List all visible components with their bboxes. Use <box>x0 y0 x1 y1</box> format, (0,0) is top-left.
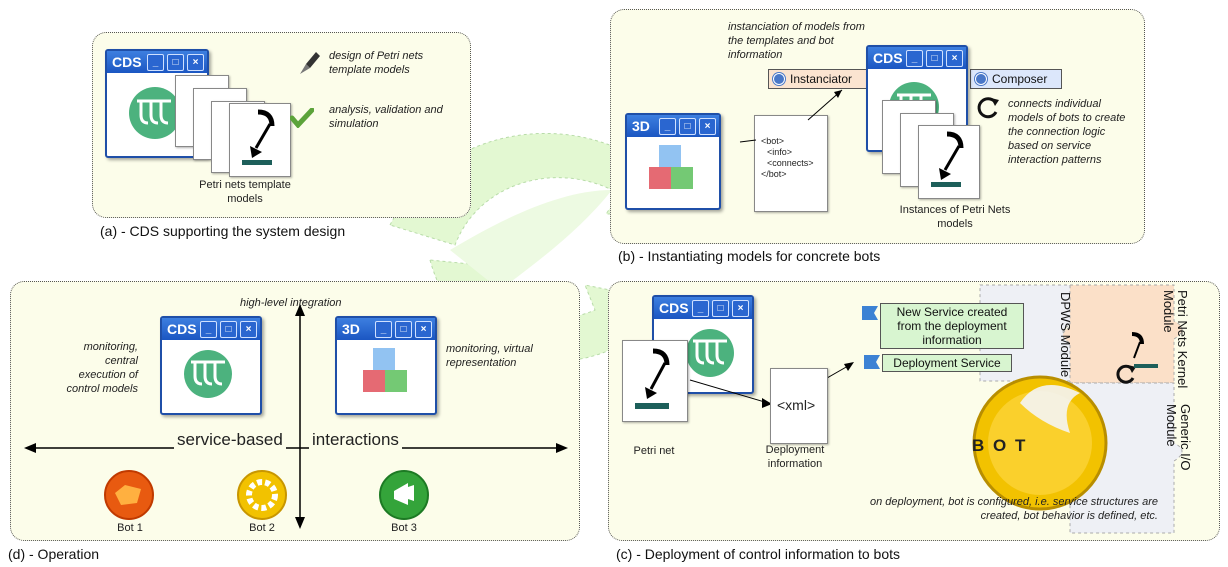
instanciator-label: Instanciator <box>790 72 853 86</box>
minimize-icon: _ <box>375 320 392 338</box>
bot1-icon <box>104 470 154 520</box>
note-connects: connects individual models of bots to cr… <box>1008 98 1126 166</box>
minimize-icon: _ <box>200 320 217 338</box>
gear-icon <box>975 73 987 85</box>
panel-d-caption: (d) - Operation <box>8 546 100 562</box>
petri-net-icon <box>635 348 670 409</box>
bot-info-doc: <bot> <info> <connects> </bot> <box>754 115 828 212</box>
petri-template-doc <box>229 103 291 177</box>
petri-kernel-module-label: Petri Nets Kernel Module <box>1161 290 1190 389</box>
maximize-icon: □ <box>926 49 943 67</box>
svc-new: New Service created from the deployment … <box>880 303 1024 349</box>
minimize-icon: _ <box>147 53 164 71</box>
bot-doc-line: <bot> <box>761 136 785 146</box>
window-title: 3D <box>632 118 650 134</box>
petri-net-icon <box>931 131 964 187</box>
petri-net-icon <box>1131 332 1158 368</box>
window-title: CDS <box>659 300 689 316</box>
petri-net-icon <box>242 109 275 165</box>
panel-c-caption: (c) - Deployment of control information … <box>616 546 901 562</box>
axis-right-label: interactions <box>309 430 402 450</box>
close-icon: × <box>240 320 257 338</box>
cubes-icon <box>363 348 407 392</box>
composer-label: Composer <box>992 72 1048 86</box>
bot-text: B O T <box>972 436 1028 455</box>
bot1-label: Bot 1 <box>117 522 143 534</box>
instanciator-tag: Instanciator <box>768 69 868 89</box>
maximize-icon: □ <box>395 320 412 338</box>
cubes-icon <box>649 145 693 189</box>
panel-a-caption: (a) - CDS supporting the system design <box>100 223 346 239</box>
cds-logo-icon <box>686 329 734 377</box>
maximize-icon: □ <box>167 53 184 71</box>
cds-logo-icon <box>129 87 181 139</box>
maximize-icon: □ <box>679 117 696 135</box>
check-icon <box>290 108 314 128</box>
high-level-label: high-level integration <box>240 297 342 309</box>
3d-window: 3D _□× <box>335 316 437 415</box>
bot2-label: Bot 2 <box>249 522 275 534</box>
note-instanciation: instanciation of models from the templat… <box>728 21 865 61</box>
window-title: 3D <box>342 321 360 337</box>
panel-b-caption: (b) - Instantiating models for concrete … <box>618 248 881 264</box>
minimize-icon: _ <box>906 49 923 67</box>
service-flag-icon <box>862 306 878 320</box>
connector-arrows <box>739 89 843 143</box>
window-title: CDS <box>167 321 197 337</box>
bot2-icon <box>237 470 287 520</box>
minimize-icon: _ <box>659 117 676 135</box>
note-deploy: on deployment, bot is configured, i.e. s… <box>870 496 1158 522</box>
bot-doc-line: <connects> <box>767 158 814 168</box>
close-icon: × <box>732 299 749 317</box>
xml-text: <xml> <box>777 397 816 413</box>
maximize-icon: □ <box>712 299 729 317</box>
maximize-icon: □ <box>220 320 237 338</box>
bot3-icon <box>379 470 429 520</box>
bot-modules-puzzle <box>972 284 1183 534</box>
close-icon: × <box>187 53 204 71</box>
window-title: CDS <box>873 50 903 66</box>
close-icon: × <box>415 320 432 338</box>
note-design: design of Petri nets template models <box>329 50 424 76</box>
gear-icon <box>773 73 785 85</box>
close-icon: × <box>946 49 963 67</box>
petri-instance-doc <box>918 125 980 199</box>
petri-net-label: Petri net <box>633 445 675 457</box>
refresh-icon <box>977 97 999 119</box>
close-icon: × <box>699 117 716 135</box>
note-monitor-central: monitoring, central execution of control… <box>66 341 138 395</box>
deployment-info-label: Deployment information <box>765 444 825 470</box>
cds-window: CDS _□× <box>160 316 262 415</box>
bot-doc-line: </bot> <box>761 169 787 179</box>
dpws-module-label: DPWS Module <box>1058 292 1073 378</box>
xml-doc: <xml> <box>770 368 828 444</box>
bot3-label: Bot 3 <box>391 522 417 534</box>
composer-tag: Composer <box>970 69 1062 89</box>
brush-icon <box>300 52 320 74</box>
cds-logo-icon <box>184 350 232 398</box>
generic-io-module-label: Generic I/O Module <box>1164 404 1193 471</box>
petri-net-doc <box>622 340 688 422</box>
templates-label: Petri nets template models <box>199 179 291 205</box>
minimize-icon: _ <box>692 299 709 317</box>
3d-window: 3D _□× <box>625 113 721 210</box>
svc-deploy: Deployment Service <box>882 354 1012 372</box>
service-flag-icon <box>864 355 880 369</box>
axis-left-label: service-based <box>174 430 286 450</box>
note-monitor-virtual: monitoring, virtual representation <box>446 343 533 369</box>
operation-axes <box>24 304 568 529</box>
window-title: CDS <box>112 54 142 70</box>
bot-doc-line: <info> <box>767 147 793 157</box>
instances-label: Instances of Petri Nets models <box>899 204 1011 230</box>
note-analysis: analysis, validation and simulation <box>329 104 443 130</box>
